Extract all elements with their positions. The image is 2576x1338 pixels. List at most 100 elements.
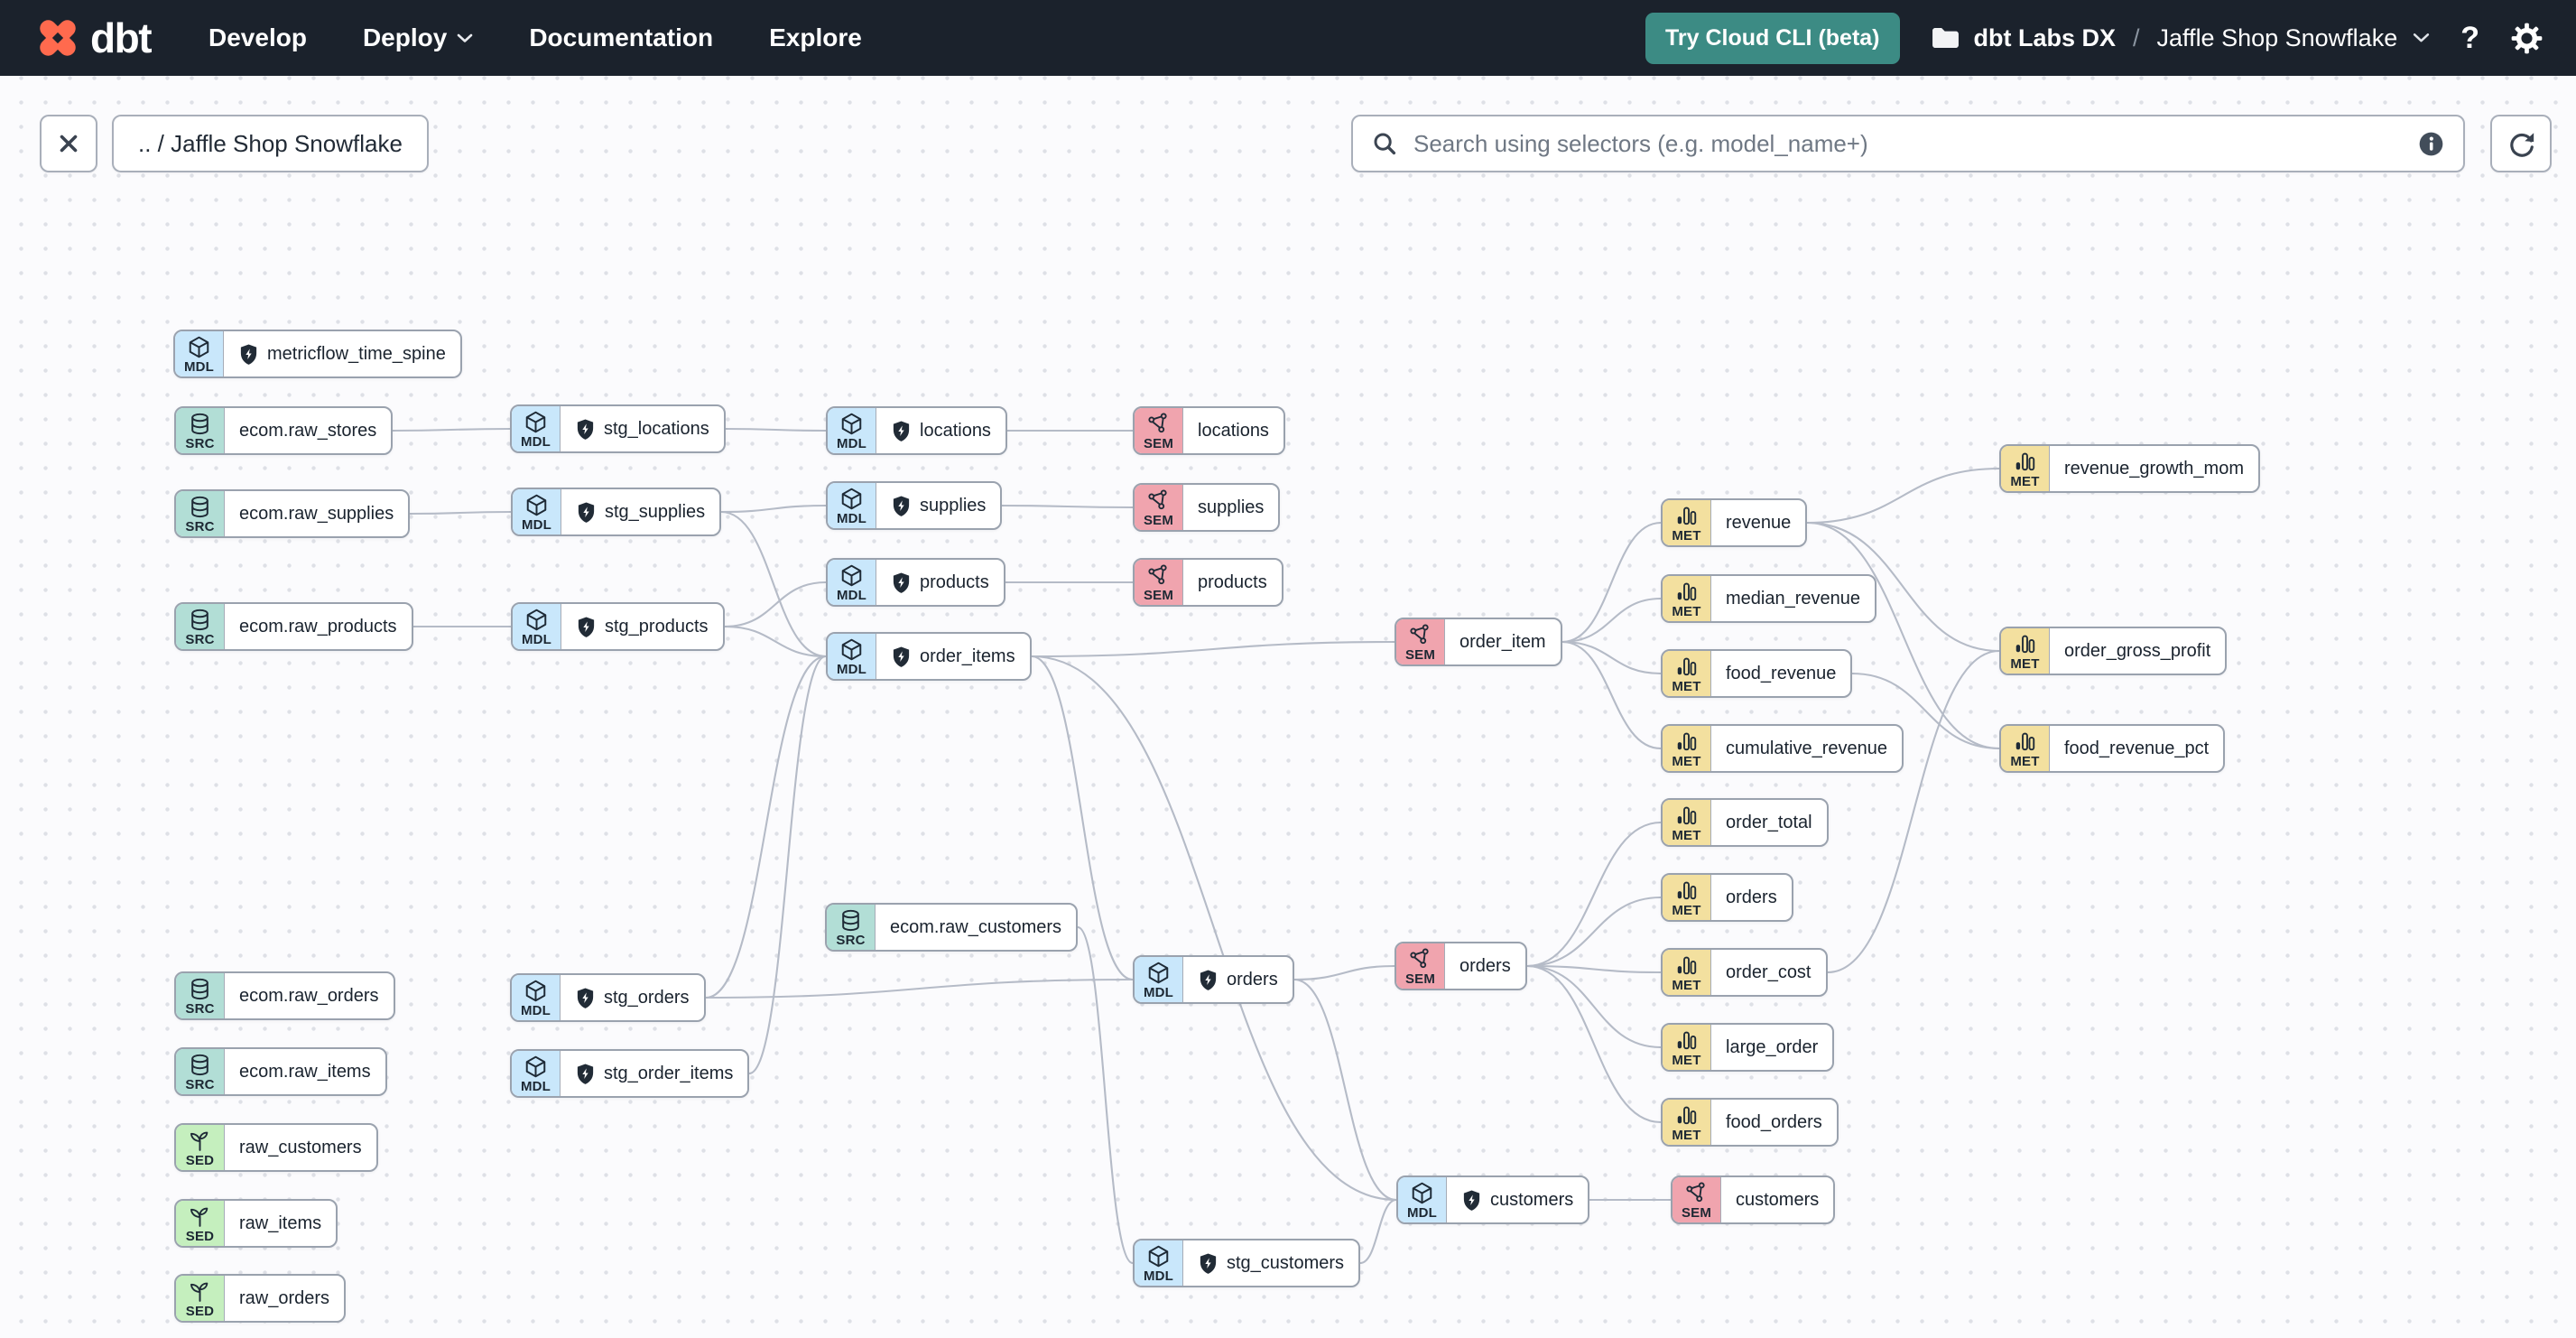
node-type-label: MDL: [836, 587, 867, 603]
lineage-canvas[interactable]: .. / Jaffle Shop Snowflake MDLmetricflow…: [0, 76, 2576, 1338]
search-input[interactable]: [1412, 128, 2405, 159]
lineage-edge-sem_orders-to-met_large_order: [1526, 964, 1662, 1049]
metric-chart-icon: [1674, 580, 1699, 604]
gear-icon[interactable]: [2510, 22, 2544, 55]
lineage-edge-sem_order_item-to-met_cumulative_revenue: [1561, 640, 1662, 750]
node-type-badge: MET: [1663, 950, 1711, 995]
node-name: stg_locations: [604, 418, 709, 439]
node-type-badge: SEM: [1396, 943, 1445, 989]
node-name: median_revenue: [1726, 588, 1860, 609]
contract-shield-icon: [576, 616, 597, 638]
model-cube-icon: [524, 410, 548, 434]
node-type-badge: MET: [1663, 1100, 1711, 1145]
model-cube-icon: [839, 412, 864, 436]
node-type-label: MET: [1672, 753, 1701, 769]
lineage-edge-supplies-to-sem_supplies: [1001, 504, 1134, 509]
node-type-badge: SEM: [1135, 485, 1183, 530]
node-type-badge: MET: [2001, 726, 2050, 771]
lineage-node-stg_locations[interactable]: MDL stg_locations: [510, 404, 726, 453]
node-type-badge: SRC: [176, 1049, 225, 1094]
close-button[interactable]: [40, 115, 97, 172]
try-cloud-cli-button[interactable]: Try Cloud CLI (beta): [1645, 12, 1900, 64]
model-cube-icon: [187, 335, 211, 359]
dbt-logo[interactable]: dbt: [34, 14, 153, 61]
database-icon: [188, 495, 212, 519]
nav-item-documentation[interactable]: Documentation: [529, 23, 714, 51]
project-switcher[interactable]: dbt Labs DX / Jaffle Shop Snowflake: [1931, 24, 2431, 52]
nav-item-deploy[interactable]: Deploy: [363, 23, 473, 52]
lineage-node-met_revenue[interactable]: MET revenue: [1661, 498, 1808, 547]
nav-item-explore[interactable]: Explore: [769, 23, 862, 51]
node-type-label: SED: [185, 1152, 215, 1168]
model-cube-icon: [839, 487, 864, 511]
node-name: order_total: [1726, 812, 1812, 832]
search-icon: [1371, 130, 1399, 158]
nav-item-develop[interactable]: Develop: [208, 23, 307, 51]
node-name: revenue: [1726, 512, 1792, 533]
node-type-label: MDL: [520, 433, 551, 450]
node-type-badge: SEM: [1135, 560, 1183, 605]
dbt-wordmark: dbt: [90, 14, 153, 61]
node-type-label: MDL: [521, 631, 552, 647]
node-type-badge: MDL: [175, 331, 224, 376]
node-type-badge: MET: [1663, 651, 1711, 696]
node-name: order_cost: [1726, 962, 1812, 982]
lineage-node-met_order_cost[interactable]: MET order_cost: [1661, 948, 1828, 997]
account-name: dbt Labs DX: [1973, 23, 2117, 51]
help-icon[interactable]: ?: [2460, 21, 2479, 55]
node-type-label: SEM: [1404, 971, 1436, 987]
breadcrumb[interactable]: .. / Jaffle Shop Snowflake: [112, 115, 429, 172]
node-type-label: MET: [1672, 678, 1701, 694]
node-type-badge: MDL: [1135, 1240, 1183, 1286]
lineage-edge-sem_orders-to-met_orders: [1526, 896, 1662, 968]
node-name: raw_customers: [239, 1137, 362, 1157]
chevron-down-icon: [457, 33, 473, 43]
model-cube-icon: [1146, 1244, 1171, 1268]
node-type-badge: MET: [1663, 875, 1711, 920]
node-type-label: MET: [1672, 527, 1701, 544]
info-icon[interactable]: [2417, 130, 2445, 158]
lineage-node-seed_raw_customers[interactable]: SED raw_customers: [174, 1123, 378, 1172]
contract-shield-icon: [891, 571, 912, 594]
node-type-badge: SED: [176, 1276, 225, 1321]
refresh-button[interactable]: [2490, 115, 2552, 172]
node-name: ecom.raw_stores: [239, 420, 377, 441]
top-navbar: dbt Develop Deploy Documentation Explore…: [0, 0, 2576, 76]
